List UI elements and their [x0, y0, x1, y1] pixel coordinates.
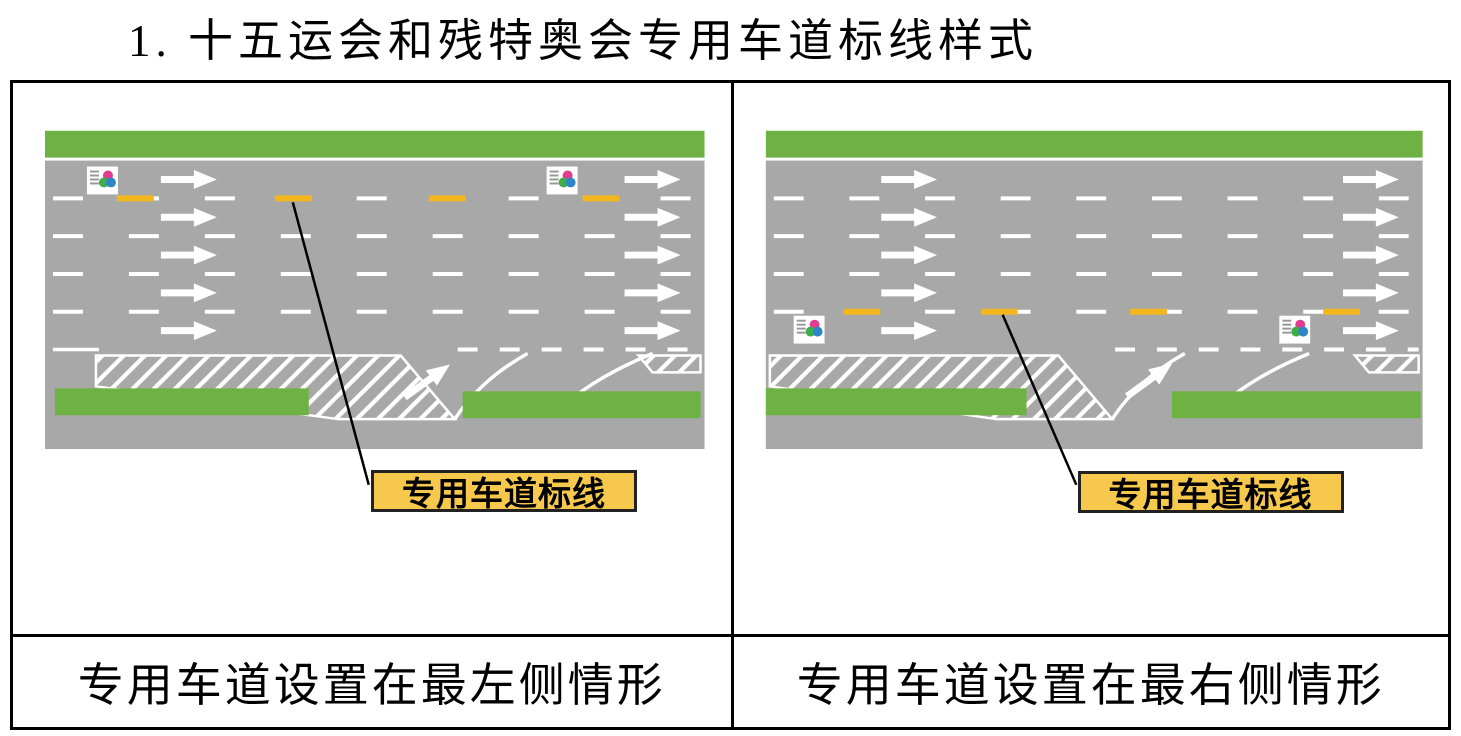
channelization-area — [52, 347, 702, 421]
verge-strip-bottom-right — [1171, 391, 1421, 419]
callout-label: 专用车道标线 — [371, 470, 637, 512]
median-strip-top — [44, 130, 705, 158]
panel-dedicated-lane-leftmost: 专用车道标线 — [13, 83, 731, 634]
diagram-table: 专用车道标线 — [10, 80, 1451, 730]
page-title: 1. 十五运会和残特奥会专用车道标线样式 — [128, 16, 1039, 66]
games-emblem-marking — [793, 315, 825, 344]
verge-strip-bottom-right — [462, 391, 701, 419]
callout-line — [291, 202, 370, 486]
verge-strip-bottom-left — [54, 388, 309, 416]
channelization-hatch — [1351, 354, 1420, 374]
median-strip-top — [765, 130, 1423, 158]
verge-strip-bottom-left — [765, 388, 1027, 416]
lane-lines — [773, 196, 1419, 314]
channelization-hatch — [94, 354, 458, 421]
road-diagram-left — [44, 130, 705, 486]
games-emblem-marking — [86, 166, 118, 195]
callout-label: 专用车道标线 — [1077, 471, 1344, 513]
callout-line — [1001, 314, 1077, 486]
games-emblem-marking — [1278, 315, 1310, 344]
channelization-hatch — [635, 354, 702, 374]
games-emblem-marking — [546, 166, 578, 195]
caption-left: 专用车道设置在最左侧情形 — [13, 634, 731, 727]
panel-dedicated-lane-rightmost: 专用车道标线 — [730, 83, 1449, 634]
caption-right: 专用车道设置在最右侧情形 — [730, 634, 1448, 727]
road-diagram-right — [765, 130, 1423, 486]
